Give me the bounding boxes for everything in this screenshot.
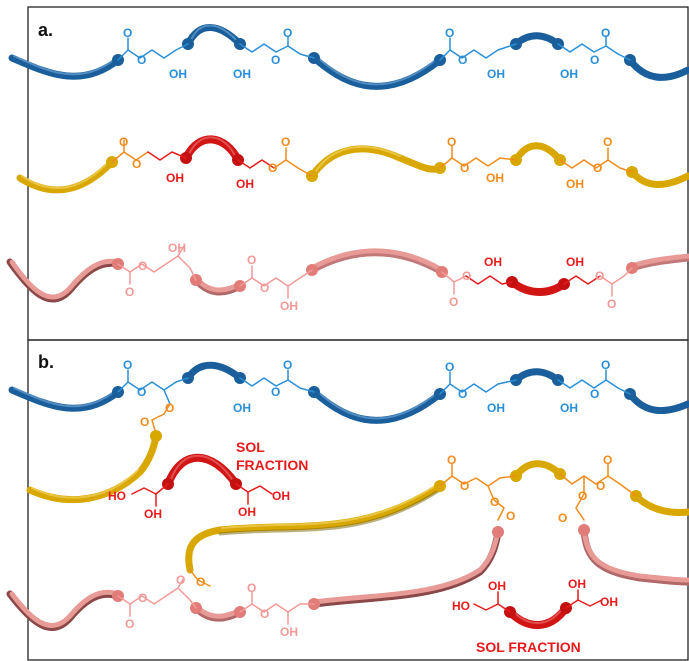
atom-label: O [449, 295, 458, 309]
atom-label: OH [487, 401, 505, 415]
atom-label: O [271, 385, 280, 399]
atom-label: O [593, 161, 602, 175]
panel-b-pink-chain: O O O O O OH [6, 524, 689, 639]
atom-label: O [137, 385, 146, 399]
atom-label: OH [169, 67, 187, 81]
atom-label: OH [166, 171, 184, 185]
panel-b-gold-chain: O O O O O O O O O O O [26, 401, 689, 589]
atom-label: O [462, 269, 471, 283]
atom-label: O [447, 135, 456, 149]
atom-label: OH [280, 299, 298, 313]
atom-label: OH [236, 177, 254, 191]
panel-a-pink-chain: O O OH O O OH O O OH OH O O [6, 241, 689, 313]
panel-a-blue-chain: O O OH OH O O O O OH OH O O [8, 24, 689, 90]
sol-fraction-label-line2: FRACTION [236, 457, 308, 473]
atom-label: OH [238, 505, 256, 519]
atom-label: O [281, 135, 290, 149]
blue-carbonyl-o: O [123, 26, 132, 40]
atom-label: O [138, 591, 147, 605]
atom-label: O [247, 581, 256, 595]
atom-label: OH [486, 171, 504, 185]
atom-label: O [260, 607, 269, 621]
atom-label: O [458, 53, 467, 67]
atom-label: OH [560, 67, 578, 81]
atom-label: O [596, 479, 605, 493]
atom-label: O [125, 285, 134, 299]
atom-label: OH [488, 579, 506, 593]
atom-label: O [558, 511, 567, 525]
sol-fraction-upper: HO OH OH OH SOL FRACTION [108, 439, 308, 521]
atom-label: HO [108, 489, 126, 503]
atom-label: OH [233, 67, 251, 81]
atom-label: OH [233, 401, 251, 415]
atom-label: O [595, 269, 604, 283]
atom-label: OH [560, 401, 578, 415]
atom-label: O [490, 495, 499, 509]
atom-label: O [445, 360, 454, 374]
atom-label: O [445, 26, 454, 40]
atom-label: O [458, 387, 467, 401]
atom-label: OH [568, 577, 586, 591]
panel-b-frame [27, 339, 689, 661]
atom-label: HO [452, 599, 470, 613]
atom-label: O [137, 53, 146, 67]
panel-b-blue-chain: O O OH O O O O OH OH O O [8, 358, 689, 424]
atom-label: O [460, 161, 469, 175]
atom-label: O [165, 401, 174, 415]
atom-label: O [590, 53, 599, 67]
atom-label: O [607, 297, 616, 311]
atom-label: OH [144, 507, 162, 521]
sol-fraction-label-lower: SOL FRACTION [476, 639, 581, 655]
atom-label: O [123, 358, 132, 372]
atom-label: O [140, 415, 149, 429]
atom-label: O [506, 509, 515, 523]
atom-label: O [283, 358, 292, 372]
atom-label: O [132, 157, 141, 171]
panel-a-gold-chain: O O OH OH O O O O OH OH O O [16, 135, 689, 194]
atom-label: O [447, 453, 456, 467]
atom-label: O [260, 281, 269, 295]
atom-label: O [578, 489, 587, 503]
atom-label: O [601, 358, 610, 372]
atom-label: OH [168, 241, 186, 255]
sol-fraction-lower: HO OH OH OH SOL FRACTION [452, 577, 618, 655]
atom-label: O [268, 161, 277, 175]
atom-label: OH [272, 489, 290, 503]
atom-label: O [119, 135, 128, 149]
atom-label: O [603, 453, 612, 467]
atom-label: O [196, 575, 205, 589]
atom-label: OH [280, 625, 298, 639]
atom-label: O [601, 26, 610, 40]
atom-label: O [138, 259, 147, 273]
atom-label: O [247, 253, 256, 267]
panel-b-label: b. [38, 352, 54, 372]
atom-label: OH [600, 595, 618, 609]
atom-label: OH [566, 255, 584, 269]
atom-label: O [460, 479, 469, 493]
sol-fraction-label-line1: SOL [236, 439, 265, 455]
atom-label: O [125, 617, 134, 631]
atom-label: O [283, 26, 292, 40]
atom-label: OH [487, 67, 505, 81]
atom-label: O [603, 135, 612, 149]
atom-label: OH [566, 177, 584, 191]
panel-a-label: a. [38, 20, 53, 40]
atom-label: O [176, 573, 185, 587]
atom-label: O [271, 53, 280, 67]
atom-label: OH [484, 255, 502, 269]
atom-label: O [590, 387, 599, 401]
